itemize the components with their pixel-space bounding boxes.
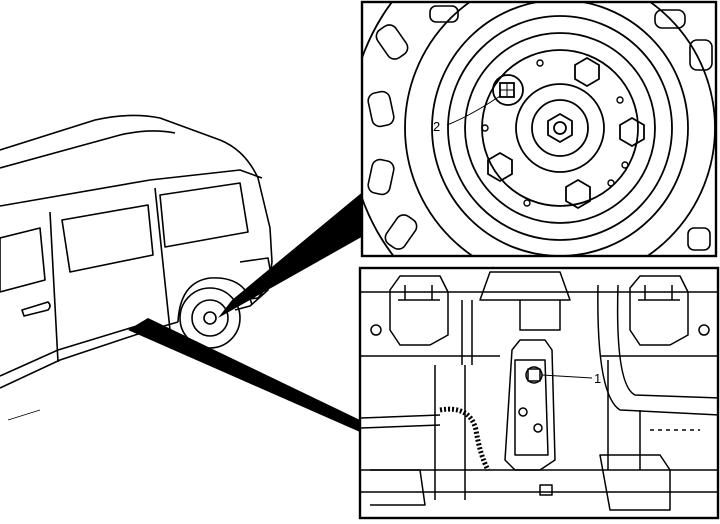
callout-label-2: 2 [433,119,440,134]
callout-1-leader [541,374,593,379]
frame-border-top [360,0,718,258]
mounting-bolt-key [527,368,541,382]
socket-key-detail [500,83,514,97]
spare-wheel-carrier [504,339,556,471]
carrier-hole [533,423,543,433]
callout-label-1: 1 [594,371,601,386]
van-rear-wheel [179,287,241,349]
disc-holes [481,59,629,207]
van [0,114,273,421]
van-window-front [0,227,46,293]
hub-ring [515,83,605,173]
leader-wedge-upper [218,190,365,318]
van-window-rear [159,182,249,248]
corrugated-hose [439,406,491,472]
wheel-bolts [487,56,645,210]
van-sill [0,321,179,389]
van-window-middle [61,204,154,273]
detail-frame-spare-wheel: 2 [360,0,718,258]
van-rear-wheel-rim [191,299,229,337]
tyre-inner [404,3,715,255]
tread-blocks [367,5,713,251]
callout-2-leader [446,95,501,126]
van-sill-inner [0,324,141,377]
leader-wedge-lower [128,318,360,432]
van-rear-wheel-hub [203,311,217,325]
wheel-bolt [574,56,600,88]
bottom-left-shape [370,469,426,506]
exhaust-pipe [597,284,717,416]
rim-ring-inner [464,32,656,224]
center-nut-bore [553,121,567,135]
hub-cap [531,99,589,157]
bottom-box [599,454,671,511]
van-rear-bumper [237,257,273,301]
rim-ring-outer [431,3,689,255]
center-top-bracket [479,271,571,301]
frame-border-bottom [358,266,720,520]
van-body-outline [0,114,273,311]
carrier-hole [518,407,528,417]
van-belt-line [0,169,263,207]
ground-line [7,409,41,421]
van-roof-line [0,130,176,169]
wheel-bolt [565,178,591,210]
wheel-bolt [619,116,645,148]
van-wheel-arch [177,277,253,323]
rod-left [361,414,441,429]
detail-frame-underbody: 1 [358,266,720,520]
right-rail [607,360,641,470]
rim-ring-mid [447,15,673,241]
van-door-line-2 [154,187,171,331]
bottom-clip [539,484,553,496]
wheel-bolt-socket [492,74,524,106]
center-top-detail [519,300,561,331]
left-rail [434,365,466,500]
carrier-inner [514,359,549,456]
left-bracket-bolt [370,324,382,336]
left-mount-bracket [389,275,449,346]
van-door-handle [21,301,51,317]
left-pipes [461,300,473,365]
wheel-bolt [487,151,513,183]
right-mount-bracket [629,275,689,346]
leader-wedges [128,190,365,432]
right-bracket-bolt [698,324,710,336]
van-door-line-1 [49,211,59,363]
center-nut [547,112,573,144]
